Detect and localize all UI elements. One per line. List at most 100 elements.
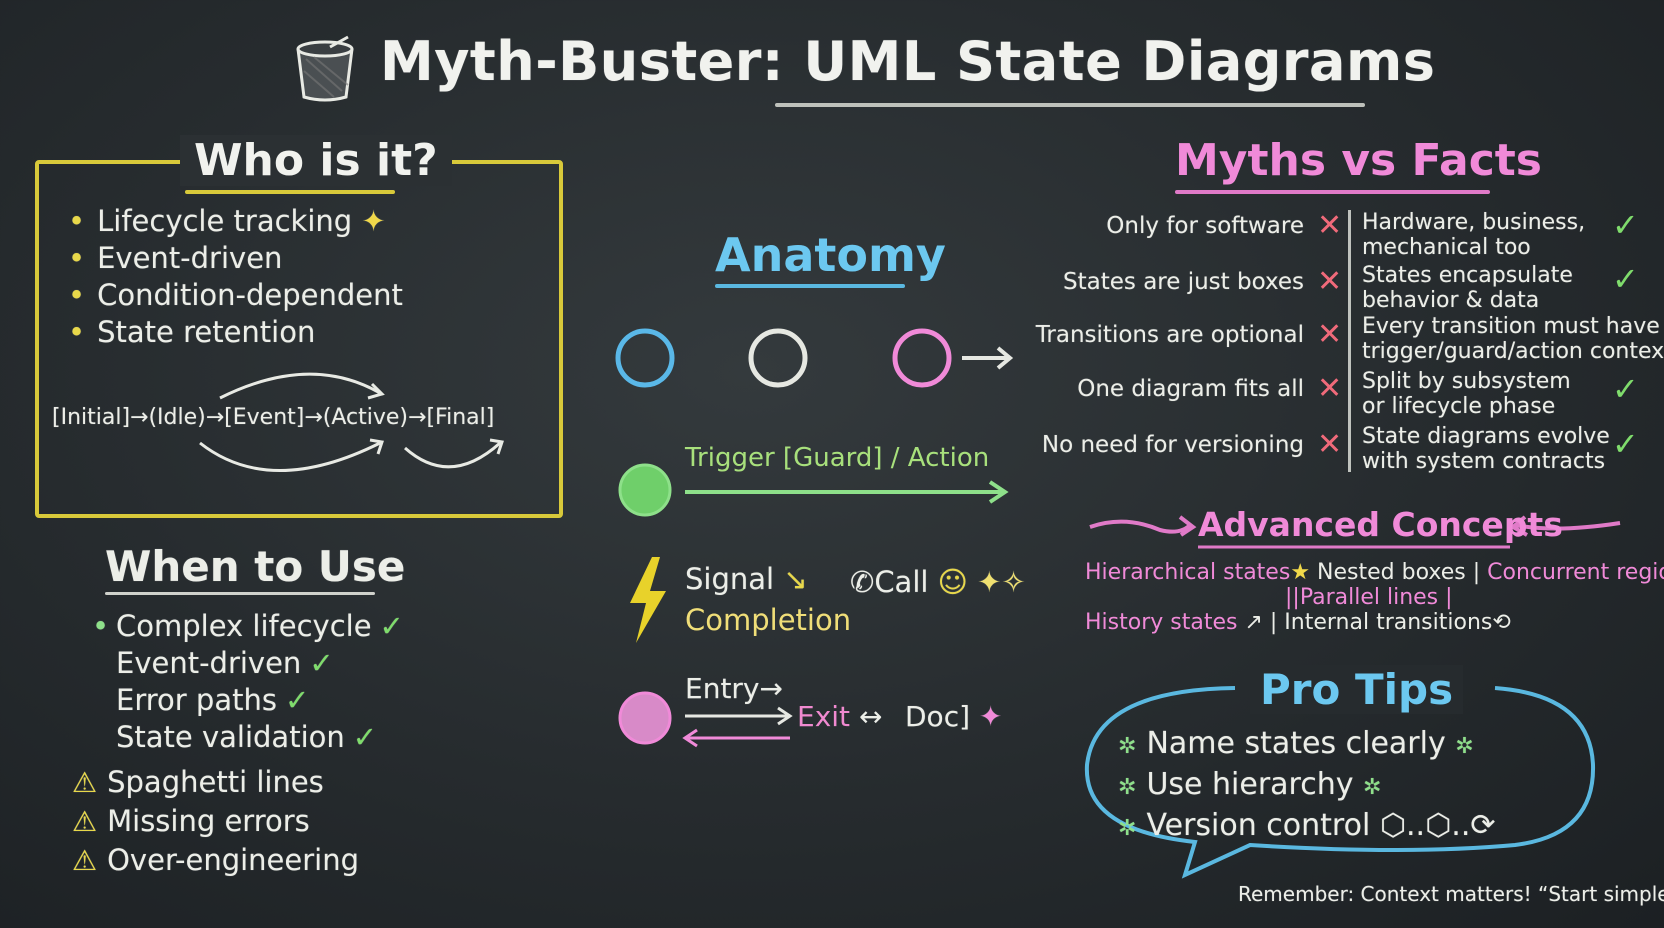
who-title: Who is it? bbox=[180, 135, 452, 186]
myths-title: Myths vs Facts bbox=[1175, 135, 1542, 186]
who-item: Event-driven bbox=[68, 240, 403, 277]
star-icon: ✲ bbox=[1118, 816, 1137, 841]
check-icon: ✓ bbox=[352, 720, 378, 754]
cross-icon: ✕ bbox=[1317, 208, 1343, 243]
when-item: Event-driven✓ bbox=[116, 646, 334, 680]
check-icon: ✓ bbox=[309, 646, 334, 680]
when-title: When to Use bbox=[105, 542, 406, 591]
when-item: State validation✓ bbox=[116, 720, 378, 754]
advanced-line: Hierarchical states★ Nested boxes | Conc… bbox=[1085, 560, 1664, 585]
smiley-icon: ☺ bbox=[937, 565, 968, 599]
warning-item: ⚠Missing errors bbox=[72, 802, 359, 841]
warning-icon: ⚠ bbox=[72, 766, 98, 799]
state-circle-pink bbox=[892, 328, 952, 388]
arrow-icon bbox=[682, 728, 790, 748]
myths-underline bbox=[1175, 190, 1490, 194]
anatomy-underline bbox=[715, 284, 905, 288]
state-circle-blue bbox=[615, 328, 675, 388]
exit-label: Exit ↔ bbox=[797, 700, 883, 733]
cross-icon: ✕ bbox=[1317, 264, 1343, 299]
star-icon: ✲ bbox=[1455, 734, 1474, 759]
cup-icon bbox=[296, 35, 354, 102]
completion-label: Completion bbox=[685, 603, 852, 637]
cross-icon: ✕ bbox=[1317, 371, 1343, 406]
cube-icon: ⬡..⬡..⟳ bbox=[1379, 808, 1496, 843]
advanced-decoration bbox=[1089, 515, 1621, 549]
check-icon: ✓ bbox=[284, 683, 310, 717]
who-item: Condition-dependent bbox=[68, 277, 403, 314]
tip-item: ✲Version control ⬡..⬡..⟳ bbox=[1118, 808, 1496, 843]
trigger-transition bbox=[618, 463, 1009, 517]
doc-label: Doc] ✦ bbox=[905, 700, 1003, 733]
flow-arrows bbox=[199, 372, 504, 472]
check-icon: ✓ bbox=[1612, 425, 1639, 463]
anatomy-title: Anatomy bbox=[715, 228, 946, 282]
tips-list: ✲Name states clearly ✲ ✲Use hierarchy ✲ … bbox=[1118, 725, 1496, 848]
warning-item: ⚠Over-engineering bbox=[72, 841, 359, 880]
entry-exit-diagram bbox=[618, 691, 793, 748]
advanced-title: Advanced Concepts bbox=[1198, 505, 1563, 544]
warning-list: ⚠Spaghetti lines ⚠Missing errors ⚠Over-e… bbox=[72, 763, 359, 880]
tip-item: ✲Use hierarchy ✲ bbox=[1118, 767, 1382, 802]
myth-text: Only for software bbox=[1106, 213, 1304, 239]
speech-bubble bbox=[1084, 686, 1596, 879]
call-label: ✆Call ☺ ✦✧ bbox=[850, 565, 1026, 599]
lightning-icon bbox=[630, 557, 666, 643]
curve-arrow-icon: ↘ bbox=[783, 562, 808, 596]
warning-icon: ⚠ bbox=[72, 805, 98, 838]
myth-text: Transitions are optional bbox=[1035, 322, 1304, 348]
arrow-icon bbox=[962, 346, 1014, 370]
initial-state-icon bbox=[618, 463, 672, 517]
who-item: Lifecycle tracking ✦ bbox=[68, 203, 403, 240]
myths-divider bbox=[1348, 210, 1351, 472]
lifecycle-flow: [Initial]→(Idle)→[Event]→(Active)→[Final… bbox=[52, 405, 495, 430]
sparkle-icon: ✦✧ bbox=[977, 565, 1026, 599]
sparkle-icon: ✦ bbox=[361, 204, 386, 238]
arrow-icon bbox=[685, 706, 793, 726]
pink-state-icon bbox=[618, 691, 672, 745]
when-item: Error paths✓ bbox=[116, 683, 310, 717]
myth-text: One diagram fits all bbox=[1077, 376, 1304, 402]
when-underline bbox=[105, 592, 375, 595]
page-title: Myth-Buster: UML State Diagrams bbox=[380, 30, 1436, 93]
title-underline bbox=[775, 103, 1365, 107]
star-icon: ✲ bbox=[1118, 734, 1137, 759]
refresh-icon: ⟲ bbox=[1492, 610, 1511, 635]
sparkle-icon: ✦ bbox=[978, 700, 1003, 733]
when-item: Complex lifecycle✓ bbox=[92, 608, 404, 645]
star-icon: ✲ bbox=[1118, 775, 1137, 800]
warning-icon: ⚠ bbox=[72, 844, 98, 877]
fact-text: Hardware, business,mechanical too bbox=[1362, 210, 1586, 260]
tip-item: ✲Name states clearly ✲ bbox=[1118, 726, 1474, 761]
advanced-parallel: ||Parallel lines | bbox=[1285, 585, 1453, 610]
state-circle-white bbox=[748, 328, 808, 388]
check-icon: ✓ bbox=[379, 609, 404, 643]
check-icon: ✓ bbox=[1612, 370, 1639, 408]
entry-label: Entry→ bbox=[685, 672, 783, 705]
state-circles bbox=[615, 328, 1014, 388]
check-icon: ✓ bbox=[1612, 260, 1639, 298]
star-icon: ✲ bbox=[1363, 775, 1382, 800]
check-icon: ✓ bbox=[1612, 206, 1639, 244]
cross-icon: ✕ bbox=[1317, 427, 1343, 462]
cross-icon: ✕ bbox=[1317, 317, 1343, 352]
who-list: Lifecycle tracking ✦ Event-driven Condit… bbox=[68, 203, 403, 351]
star-icon: ★ bbox=[1290, 560, 1311, 585]
myth-text: No need for versioning bbox=[1041, 432, 1304, 458]
myth-text: States are just boxes bbox=[1063, 269, 1304, 295]
tips-title: Pro Tips bbox=[1250, 665, 1464, 714]
history-arrow-icon: ↗ bbox=[1244, 610, 1263, 635]
warning-item: ⚠Spaghetti lines bbox=[72, 763, 359, 802]
who-title-underline bbox=[185, 190, 395, 194]
trigger-label: Trigger [Guard] / Action bbox=[685, 443, 990, 473]
phone-icon: ✆ bbox=[850, 565, 875, 599]
advanced-line: History states ↗ | Internal transitions⟲ bbox=[1085, 610, 1511, 635]
arrow-icon bbox=[685, 480, 1009, 504]
who-item: State retention bbox=[68, 314, 403, 351]
signal-label: Signal ↘ bbox=[685, 562, 808, 596]
when-list: Complex lifecycle✓ Event-driven✓ Error p… bbox=[92, 608, 404, 756]
